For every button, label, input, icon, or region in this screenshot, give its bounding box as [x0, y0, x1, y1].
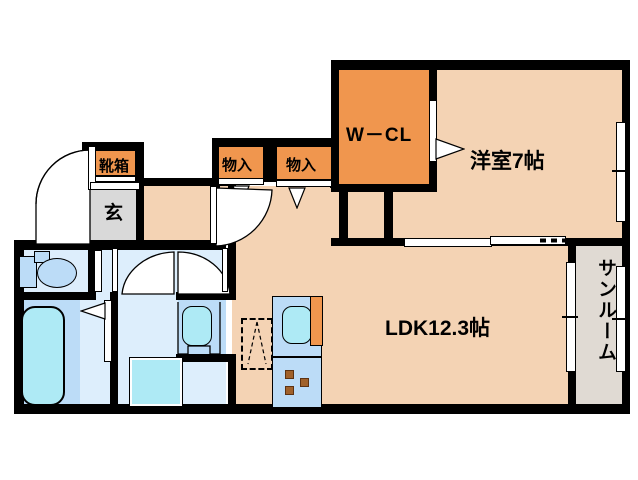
bath-door-open-mark: [80, 302, 106, 320]
bedroom-label: 洋室7帖: [470, 150, 545, 173]
entrance-door[interactable]: [34, 148, 92, 246]
wall-bath-right: [110, 292, 118, 412]
refrigerator-space: [241, 318, 273, 370]
wall-wcl-left: [331, 60, 339, 192]
wall-closet2-left: [270, 138, 278, 182]
shoe-cabinet-box: [90, 150, 136, 176]
sunroom-sliding-door-mullion: [562, 316, 578, 318]
walk-in-closet-door-open-mark: [435, 138, 465, 160]
refrigerator-space-mark: [247, 321, 267, 365]
hall-door[interactable]: [212, 186, 274, 248]
stove-burner-2: [300, 378, 309, 387]
wall-bottom-outer: [14, 404, 630, 414]
shoe-cabinet-label: 靴箱: [99, 158, 130, 175]
storage-closet-1-shelf: [218, 178, 264, 185]
washroom-door[interactable]: [176, 250, 232, 296]
wall-toilet-bottom: [14, 292, 96, 300]
ldk-label: LDK12.3帖: [385, 317, 491, 340]
bedroom-sliding-door[interactable]: [404, 238, 492, 247]
walk-in-closet-label: W－CL: [346, 125, 413, 146]
sunroom-window-east-mullion: [612, 318, 628, 320]
wall-shoebox-right: [136, 142, 144, 186]
storage-closet-2-shelf: [276, 180, 332, 187]
storage-closet-2-box: [276, 146, 332, 180]
toilet-door[interactable]: [94, 250, 102, 292]
wall-right-outer: [622, 60, 630, 412]
bath-folding-door[interactable]: [104, 300, 112, 362]
sunroom-label: サンルーム: [595, 258, 616, 363]
kitchen-sink: [282, 306, 312, 344]
wash-basin: [182, 306, 212, 346]
kitchen-side-panel: [310, 296, 323, 346]
wall-entry-upper: [144, 178, 236, 186]
wall-basin-top: [176, 292, 236, 300]
toilet-bowl: [37, 258, 77, 288]
storage-closet-2-label: 物入: [286, 157, 317, 174]
wall-basin-bottom: [176, 354, 236, 362]
bedroom-window-east-mullion: [612, 170, 628, 172]
hall-door-leaf[interactable]: [210, 186, 217, 244]
ldk-floor-right: [386, 240, 572, 412]
wall-genkan-right: [136, 176, 144, 244]
bathroom-door[interactable]: [118, 250, 176, 296]
toilet-tank: [19, 256, 37, 288]
wall-ldk-upper-left: [331, 238, 393, 246]
kitchen-counter-split: [272, 356, 322, 358]
genkan-label: 玄: [104, 203, 124, 224]
wall-closet2-top: [270, 138, 338, 146]
wall-top-bedroom: [331, 60, 630, 70]
wall-corridor-bottom: [14, 240, 226, 248]
wall-wcl-stub-right: [384, 190, 393, 244]
wall-hall-right: [228, 248, 236, 294]
stove-burner-1: [285, 370, 294, 379]
storage-closet-2-open-mark: [288, 187, 306, 209]
genkan-floor: [88, 186, 140, 244]
wall-closet1-top: [212, 138, 270, 146]
storage-closet-1-label: 物入: [222, 157, 253, 174]
wall-left-outer: [14, 240, 24, 414]
wall-wcl-bottom: [331, 184, 437, 192]
wall-closet1-right: [262, 138, 270, 182]
wall-closet1-left: [212, 138, 220, 188]
wall-ldk-left-lower: [228, 360, 236, 412]
bedroom-sliding-door-dash: [540, 238, 616, 243]
wall-toilet-right: [88, 248, 96, 292]
stove-burner-3: [285, 386, 294, 395]
wash-basin-counter: [177, 302, 221, 355]
wall-shoebox-top: [82, 142, 144, 150]
washing-machine-space: [129, 357, 183, 407]
bathroom-door-frame-left: [112, 248, 118, 292]
walk-in-closet-door[interactable]: [429, 100, 437, 162]
bathroom-door-frame-right: [222, 248, 228, 292]
genkan-inner-door[interactable]: [90, 182, 140, 190]
wall-wcl-stub-left: [339, 190, 348, 244]
bathtub: [21, 306, 65, 406]
walk-in-closet-floor: [337, 70, 433, 188]
